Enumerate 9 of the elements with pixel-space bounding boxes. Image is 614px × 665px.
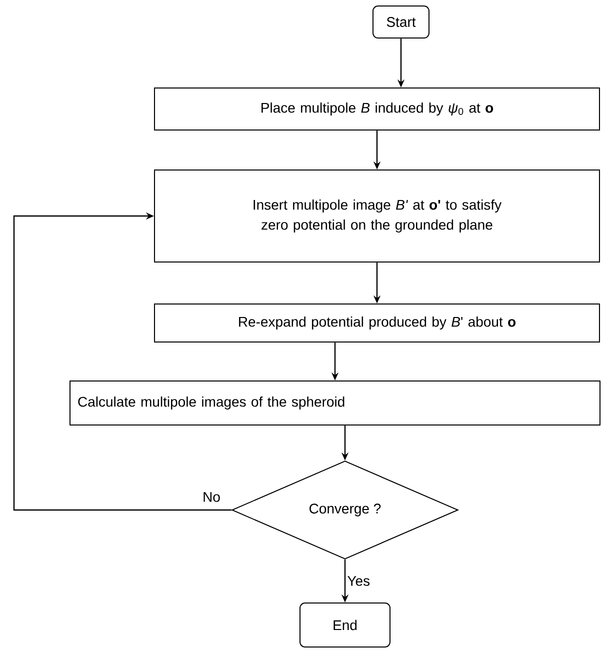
terminal-box: Start (372, 6, 430, 38)
process-box: Calculate multipole images of the spheroid (70, 380, 600, 426)
edge-label: Yes (348, 576, 370, 586)
process-box: Place multipole B induced by ψ$_{0}$ at o (154, 88, 600, 130)
edge-label: No (204, 492, 220, 502)
process-box: Re-expand potential produced by B' about o (154, 304, 600, 342)
terminal-box: End (300, 602, 390, 648)
arrow (13, 212, 232, 511)
process-box: Insert multipole image B' at o' to satisfy zero potential on the grounded plane (154, 170, 600, 262)
